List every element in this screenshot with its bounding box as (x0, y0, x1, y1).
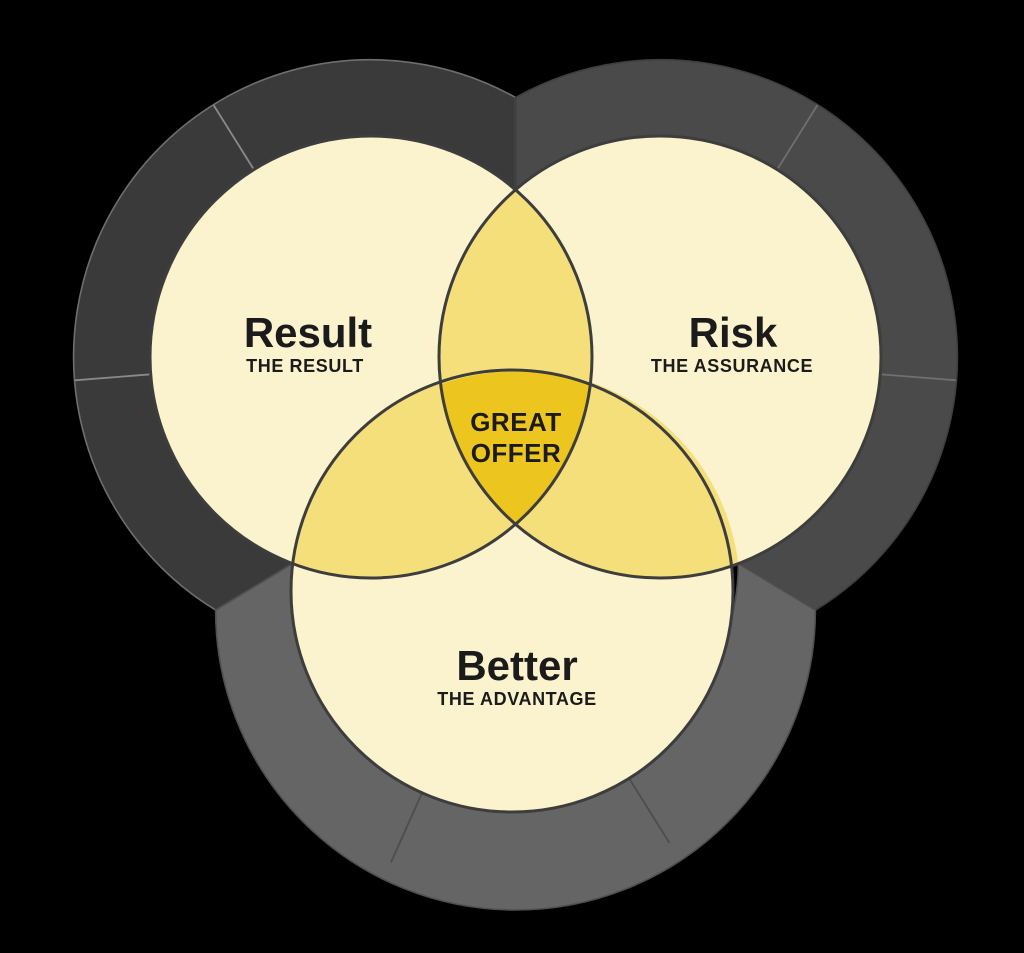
center-label-line2: OFFER (471, 438, 562, 468)
circle-better-outline (289, 368, 735, 814)
result-title: Result (244, 309, 372, 356)
ring-result-divider-2 (74, 373, 151, 382)
ring-risk-divider-1 (776, 104, 819, 171)
ring-risk-divider-2 (880, 373, 957, 382)
risk-title: Risk (689, 309, 778, 356)
circle-risk-outline (437, 134, 883, 580)
risk-subtitle: THE ASSURANCE (651, 356, 813, 376)
ring-better-divider-2 (628, 777, 671, 844)
ring-result-divider-1 (212, 104, 255, 171)
center-region (440, 371, 591, 525)
better-title: Better (456, 642, 577, 689)
result-subtitle: THE RESULT (246, 356, 364, 376)
ring-better-divider-1 (390, 792, 423, 863)
center-label-line1: GREAT (470, 407, 562, 437)
circle-result-outline (148, 134, 594, 580)
better-subtitle: THE ADVANTAGE (437, 689, 596, 709)
